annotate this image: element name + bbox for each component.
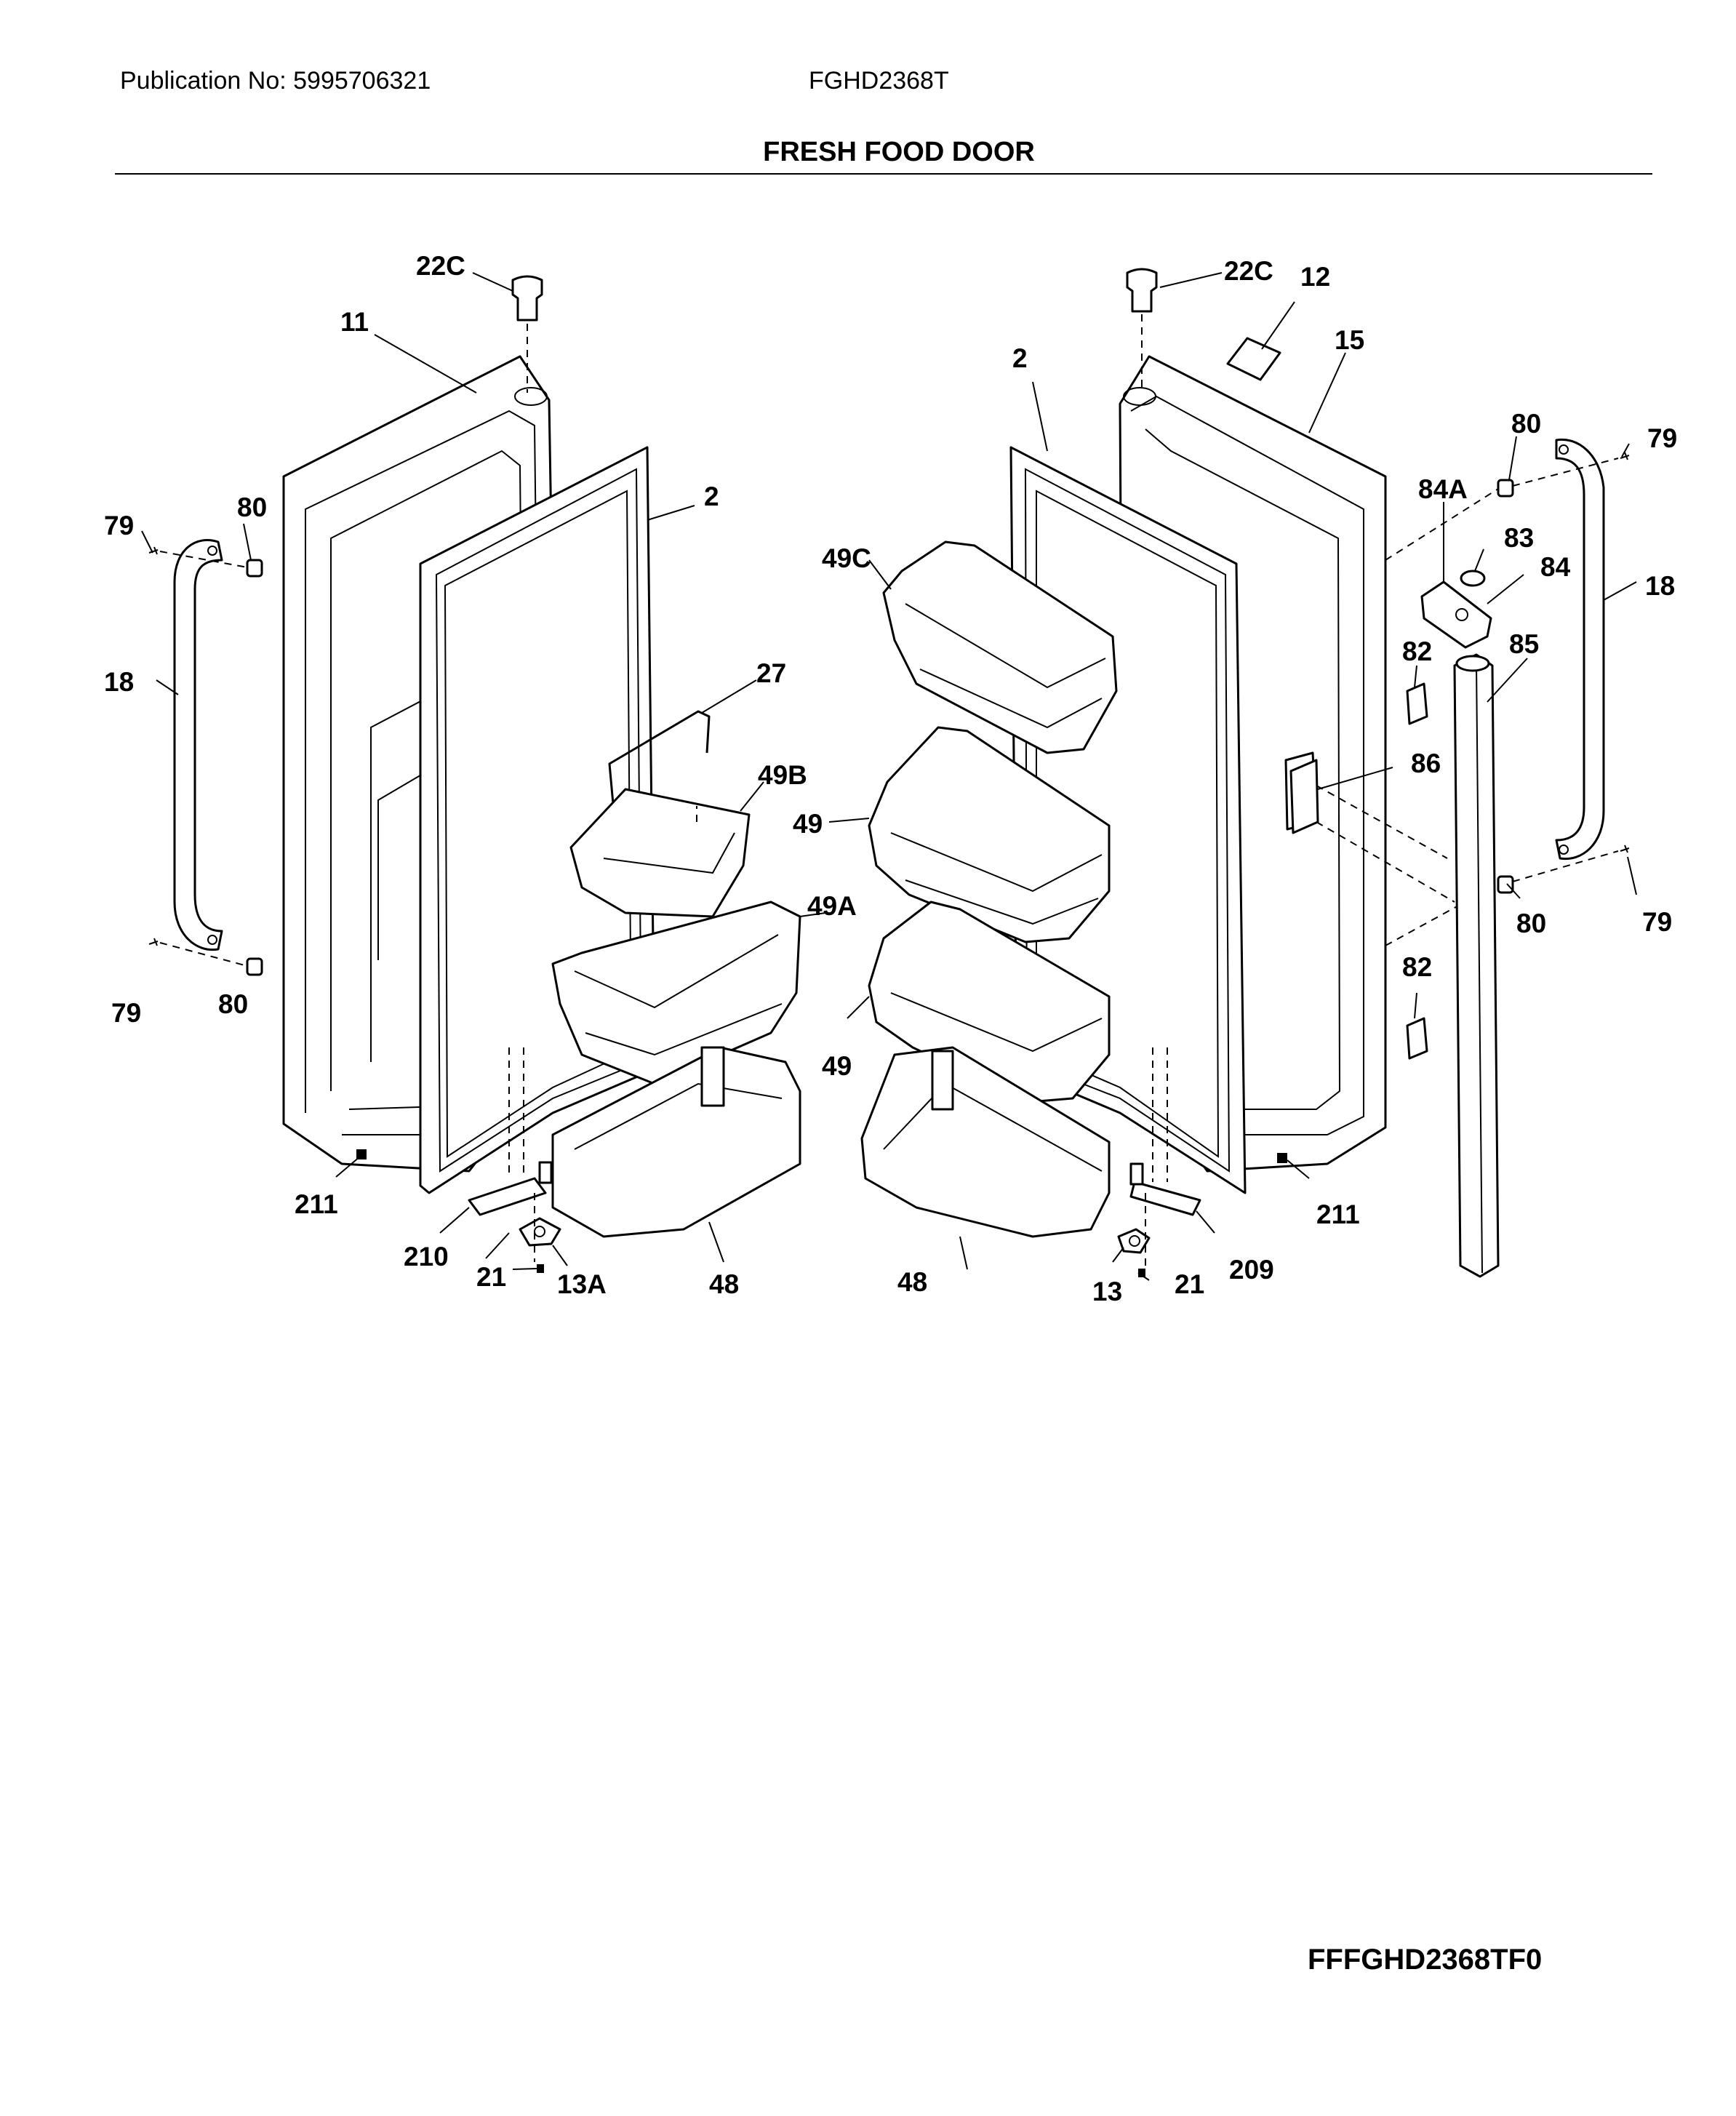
callout-79-left-lower: 79 [111, 998, 141, 1028]
publication-number: Publication No: 5995706321 [120, 67, 431, 95]
callout-48-left: 48 [709, 1269, 739, 1299]
left-bin-49a [551, 901, 801, 1085]
left-door-handle [173, 538, 223, 951]
left-wire-shelf-bar [608, 710, 711, 805]
callout-85: 85 [1509, 629, 1539, 659]
callout-49c: 49C [822, 543, 871, 573]
callout-80-left-upper: 80 [237, 492, 267, 522]
clip-82-upper [1406, 682, 1428, 725]
callout-2-left: 2 [704, 482, 719, 511]
callout-80-right-upper: 80 [1511, 409, 1541, 439]
callout-80-left-lower: 80 [218, 989, 248, 1019]
right-bottom-hinge [1117, 1047, 1201, 1266]
callout-211-right: 211 [1316, 1199, 1360, 1229]
right-bin-49-upper [868, 726, 1111, 943]
hinge-cover-84a [1420, 580, 1492, 649]
left-hinge-screw [537, 1264, 544, 1273]
right-door-stop [1277, 1153, 1287, 1163]
right-bin-49c [882, 540, 1118, 754]
callout-21-left: 21 [476, 1262, 506, 1292]
right-hinge-screw [1138, 1269, 1145, 1277]
callout-86: 86 [1411, 748, 1441, 778]
callout-12: 12 [1300, 262, 1330, 292]
callout-18-right: 18 [1645, 571, 1675, 601]
clip-82-lower [1406, 1017, 1428, 1060]
right-door-handle [1555, 438, 1605, 861]
right-hinge-cap [1126, 268, 1158, 389]
left-bottom-hinge [468, 1047, 561, 1262]
callout-22c-right: 22C [1224, 256, 1273, 286]
plug-83 [1460, 570, 1486, 587]
right-bin-48 [860, 1046, 1111, 1238]
page-title: FRESH FOOD DOOR [763, 137, 1035, 167]
callout-18-left: 18 [104, 667, 134, 697]
callout-13: 13 [1092, 1277, 1122, 1306]
callout-79-left-upper: 79 [104, 511, 134, 540]
callout-15: 15 [1335, 325, 1364, 355]
left-hinge-cap [511, 275, 543, 393]
callout-211-left: 211 [295, 1189, 338, 1219]
right-door-label-plate [1226, 337, 1281, 381]
callout-84: 84 [1540, 552, 1571, 582]
callout-49a: 49A [807, 891, 857, 921]
callout-84a: 84A [1418, 474, 1468, 504]
callout-82-lower: 82 [1402, 952, 1432, 982]
callout-79-right-upper: 79 [1647, 423, 1677, 453]
callout-48-right: 48 [897, 1267, 927, 1297]
mullion-block-86 [1289, 759, 1319, 834]
callout-49b: 49B [758, 760, 807, 790]
callout-13a: 13A [557, 1269, 607, 1299]
model-number: FGHD2368T [809, 67, 949, 95]
callout-21-right: 21 [1175, 1269, 1204, 1299]
callout-80-right-lower: 80 [1516, 909, 1546, 938]
callout-27: 27 [756, 658, 786, 688]
left-handle-fasteners [148, 546, 263, 976]
callout-22c-left: 22C [416, 251, 465, 281]
callout-49-lower: 49 [822, 1051, 852, 1081]
callout-labels: 22C 11 79 80 18 80 79 2 27 49B 49A 211 2… [104, 251, 1677, 1306]
callout-82-upper: 82 [1402, 636, 1432, 666]
callout-49-upper: 49 [793, 809, 823, 839]
vertical-trim-85 [1453, 653, 1500, 1278]
callout-79-right-lower: 79 [1642, 907, 1672, 937]
leader-lines [141, 272, 1637, 1281]
title-rule [115, 173, 1652, 175]
callout-2-right: 2 [1012, 343, 1028, 373]
diagram-code: FFFGHD2368TF0 [1308, 1944, 1543, 1976]
left-bin-49b [569, 788, 751, 918]
callout-209: 209 [1229, 1255, 1274, 1285]
callout-210: 210 [404, 1242, 449, 1271]
callout-11: 11 [340, 307, 369, 337]
callout-83: 83 [1504, 523, 1534, 553]
left-bin-48 [551, 1046, 801, 1238]
